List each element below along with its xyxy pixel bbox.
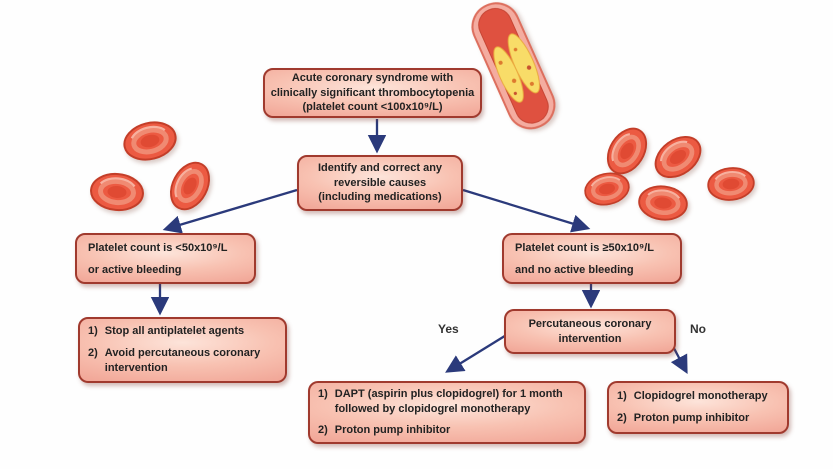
item-text: Proton pump inhibitor	[633, 412, 750, 424]
arrow-identify-to-high	[462, 188, 591, 233]
node-identify-causes: Identify and correct any reversible caus…	[297, 155, 463, 211]
list-item: 1) DAPT (aspirin plus clopidogrel) for 1…	[318, 387, 576, 417]
branch-label-no: No	[690, 322, 706, 336]
branch-label-yes: Yes	[438, 322, 459, 336]
item-number: 2)	[617, 412, 627, 424]
item-number: 1)	[88, 325, 98, 338]
node-identify-line2: reversible causes	[333, 176, 427, 189]
node-high-line2: and no active bleeding	[515, 263, 634, 276]
red-blood-cell-icon	[707, 166, 756, 202]
red-blood-cell-icon	[163, 156, 216, 216]
arrow-identify-to-low	[162, 188, 298, 234]
node-stop-antiplatelet: 1) Stop all antiplatelet agents 2) Avoid…	[78, 317, 287, 383]
item-text: DAPT (aspirin plus clopidogrel) for 1 mo…	[334, 387, 563, 415]
red-blood-cell-icon	[582, 169, 632, 208]
node-acs-line3: (platelet count <100x10⁹/L)	[302, 101, 443, 114]
node-pci-line1: Percutaneous coronary	[528, 317, 652, 330]
red-blood-cell-icon	[637, 184, 688, 222]
node-low-line2: or active bleeding	[88, 263, 182, 276]
list-item: 1) Clopidogrel monotherapy	[617, 389, 779, 404]
node-high-line1: Platelet count is ≥50x10⁹/L	[515, 241, 655, 254]
item-text: Proton pump inhibitor	[334, 424, 451, 437]
list-item: 2) Proton pump inhibitor	[318, 423, 576, 438]
item-number: 2)	[318, 424, 328, 437]
node-dapt: 1) DAPT (aspirin plus clopidogrel) for 1…	[308, 381, 586, 444]
node-acs-line2: clinically significant thrombocytopenia	[270, 86, 475, 99]
node-clopidogrel-monotherapy: 1) Clopidogrel monotherapy 2) Proton pum…	[607, 381, 789, 434]
node-identify-line3: (including medications)	[318, 191, 442, 204]
list-item: 2) Avoid percutaneous coronary intervent…	[88, 346, 277, 376]
atherosclerotic-blood-vessel-icon	[471, 2, 556, 130]
node-low-line1: Platelet count is <50x10⁹/L	[88, 241, 228, 254]
item-number: 1)	[318, 387, 328, 400]
node-identify-line1: Identify and correct any	[317, 161, 443, 174]
list-item: 2) Proton pump inhibitor	[617, 411, 779, 426]
node-acs: Acute coronary syndrome with clinically …	[263, 68, 482, 118]
item-number: 2)	[88, 347, 98, 360]
red-blood-cell-cluster-right	[582, 122, 755, 222]
node-pci-decision: Percutaneous coronary intervention	[504, 309, 676, 354]
item-text: Clopidogrel monotherapy	[633, 390, 768, 403]
item-text: Stop all antiplatelet agents	[104, 325, 245, 338]
item-text: Avoid percutaneous coronary intervention	[104, 347, 261, 374]
red-blood-cell-icon	[648, 129, 708, 186]
node-high-platelet: Platelet count is ≥50x10⁹/L and no activ…	[502, 233, 682, 284]
red-blood-cell-icon	[90, 172, 145, 212]
red-blood-cell-cluster-left	[90, 117, 217, 216]
node-pci-line2: intervention	[558, 332, 622, 345]
arrow-pci-yes-to-dapt	[445, 333, 509, 373]
item-number: 1)	[617, 390, 627, 403]
list-item: 1) Stop all antiplatelet agents	[88, 324, 277, 339]
node-acs-line1: Acute coronary syndrome with	[291, 71, 454, 84]
red-blood-cell-icon	[120, 117, 179, 165]
flow-arrows	[150, 119, 688, 375]
red-blood-cell-icon	[600, 122, 654, 181]
node-low-platelet: Platelet count is <50x10⁹/L or active bl…	[75, 233, 256, 284]
